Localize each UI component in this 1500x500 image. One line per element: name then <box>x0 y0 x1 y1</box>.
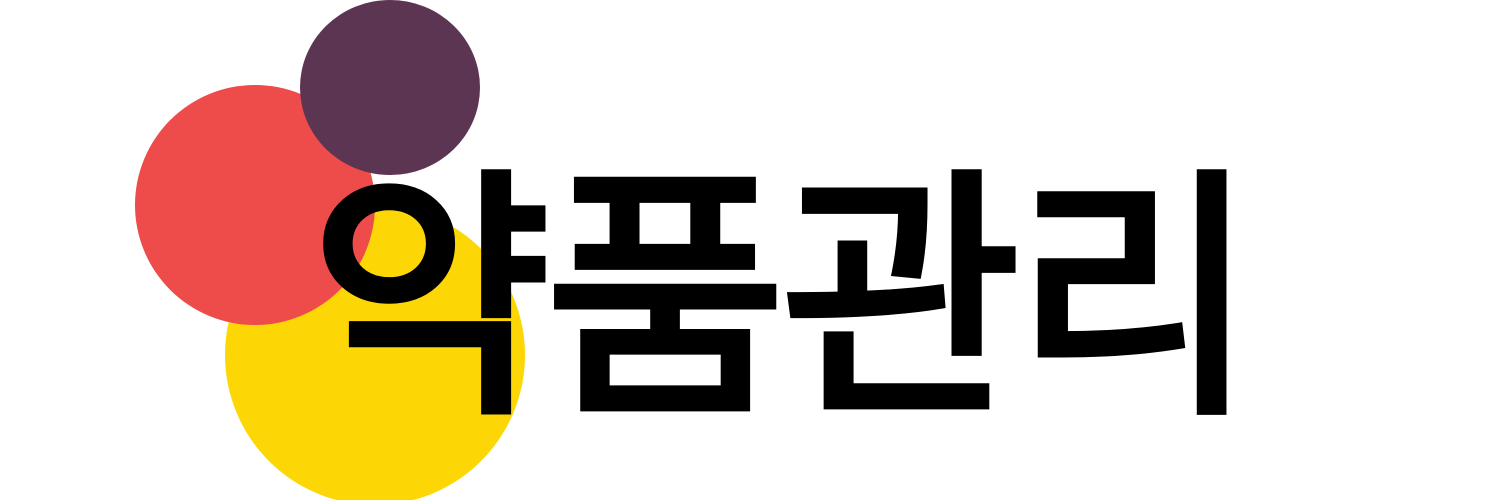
purple-circle-decoration <box>300 0 480 175</box>
page-title: 약품관리 <box>310 147 1256 452</box>
